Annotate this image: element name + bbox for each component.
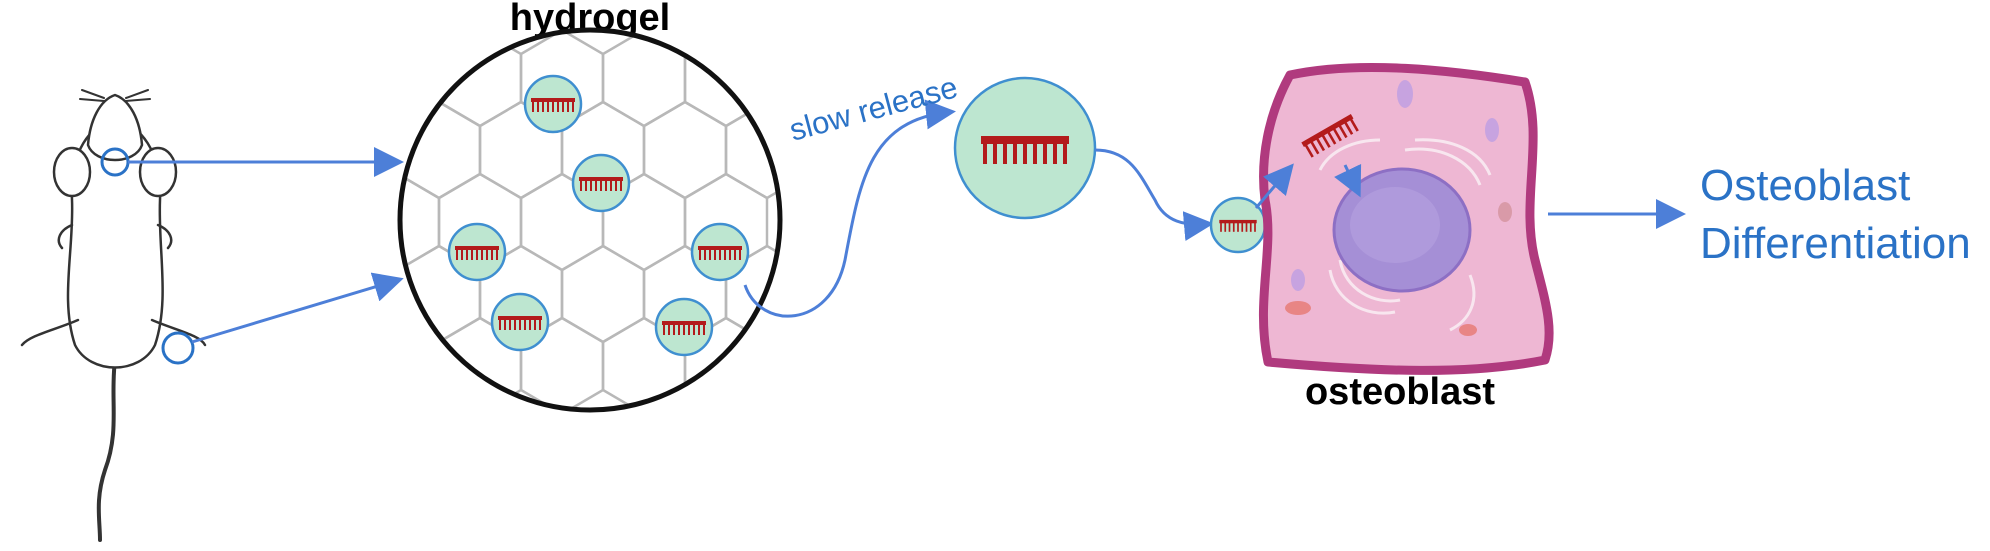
drug-capsule [571,153,631,213]
result-label-line1: Osteoblast [1700,161,1910,210]
mouse-icon [20,89,207,542]
result-label-line2: Differentiation [1700,219,1971,268]
hydrogel-circle [397,27,783,413]
leg-injection-marker [161,331,195,365]
arrow-into-cell [1254,163,1294,209]
arrow-leg-to-hydrogel [191,272,404,344]
slow-release-label: slow release [786,69,961,147]
drug-capsule [690,222,750,282]
arrow-to-nucleus [1334,163,1362,198]
drug-capsule [447,222,507,282]
osteoblast-cell [1258,62,1554,375]
slow-release-arrow [743,99,956,318]
osteoblast-label: osteoblast [1305,371,1495,413]
drug-capsule [490,292,550,352]
drug-capsule [523,74,583,134]
drug-capsule [654,297,714,357]
released-drug-capsule [953,76,1097,220]
arrow-capsule-to-cell [1094,148,1214,242]
